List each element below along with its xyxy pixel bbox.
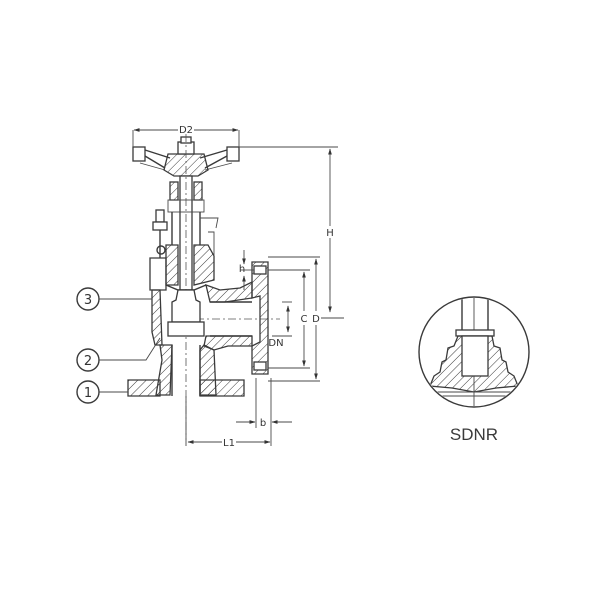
balloon-2-number: 2 [84, 354, 92, 369]
stem [179, 134, 193, 440]
balloon-3: 3 [76, 287, 152, 311]
label-l1: L1 [223, 438, 235, 449]
gland-bolt [152, 209, 168, 270]
label-d2: D2 [179, 125, 193, 136]
dimension-h: H [239, 146, 344, 319]
yoke-nut [167, 181, 219, 245]
label-dn: DN [268, 338, 283, 349]
dimension-h-small: h [239, 250, 254, 290]
disc [167, 289, 205, 337]
balloon-3-number: 3 [84, 293, 92, 308]
detail-view-sdnr: SDNR [418, 296, 530, 444]
balloon-2: 2 [76, 337, 161, 372]
detail-caption: SDNR [450, 425, 498, 444]
dimension-b: b [236, 378, 292, 446]
label-b: b [260, 418, 266, 429]
dimension-l1: L1 [185, 396, 271, 449]
balloon-1-number: 1 [84, 386, 92, 401]
dimension-dn: DN [268, 301, 292, 349]
body [127, 261, 280, 397]
label-h: H [326, 228, 334, 239]
dimension-d: D [268, 256, 321, 382]
label-c: C [301, 314, 308, 325]
label-h-small: h [239, 264, 245, 275]
dimension-d2: D2 [132, 125, 240, 147]
dimension-c: C [268, 269, 310, 369]
label-d: D [312, 314, 320, 325]
handwheel [132, 136, 240, 177]
balloon-1: 1 [76, 380, 128, 404]
valve-main-view: D2 [76, 125, 344, 449]
